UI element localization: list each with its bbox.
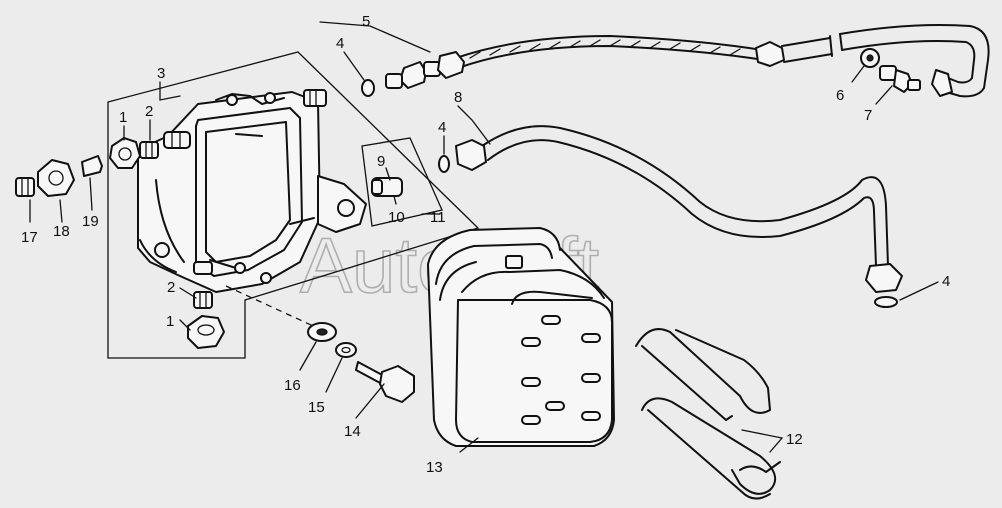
callout-13: 13 bbox=[426, 459, 443, 476]
callout-14: 14 bbox=[344, 423, 361, 440]
bolt-14 bbox=[355, 361, 415, 403]
sub-frame-9-10 bbox=[361, 137, 443, 227]
callout-6: 6 bbox=[836, 87, 844, 104]
sleeve-19 bbox=[81, 155, 103, 177]
callout-16: 16 bbox=[284, 377, 301, 394]
leader-lines bbox=[29, 21, 939, 453]
callout-4-mid: 4 bbox=[438, 119, 446, 136]
fitting-7 bbox=[879, 65, 921, 93]
callout-3: 3 bbox=[157, 65, 165, 82]
callout-4-top: 4 bbox=[336, 35, 344, 52]
callout-10: 10 bbox=[388, 209, 405, 226]
washer-6-hole bbox=[866, 54, 874, 62]
callout-11: 11 bbox=[430, 209, 446, 226]
callout-2-bottom: 2 bbox=[167, 279, 175, 296]
spring-clips-12 bbox=[635, 328, 781, 500]
callout-4-right: 4 bbox=[942, 273, 950, 290]
filter-head bbox=[137, 89, 367, 293]
callout-9: 9 bbox=[377, 153, 385, 170]
fitting-2-bottom bbox=[193, 291, 213, 309]
assembly-frame bbox=[107, 51, 480, 359]
callout-17: 17 bbox=[21, 229, 38, 246]
fuel-line-5 bbox=[385, 24, 990, 98]
callout-8: 8 bbox=[454, 89, 462, 106]
plug-9-10 bbox=[371, 177, 403, 197]
washer-4-top bbox=[361, 79, 375, 97]
callout-18: 18 bbox=[53, 223, 70, 240]
callout-12: 12 bbox=[786, 431, 803, 448]
callout-1-top: 1 bbox=[119, 109, 127, 126]
nut-1-top bbox=[109, 137, 141, 169]
fitting-17 bbox=[15, 177, 35, 197]
nut-1-bottom bbox=[187, 315, 225, 349]
callout-1-bottom: 1 bbox=[166, 313, 174, 330]
callout-5: 5 bbox=[362, 13, 370, 30]
washer-4-mid bbox=[438, 155, 450, 173]
pipe-8 bbox=[455, 125, 903, 293]
callout-7: 7 bbox=[864, 107, 872, 124]
callout-labels: 3 1 2 17 18 19 2 1 16 15 14 5 4 4 8 9 10… bbox=[21, 13, 950, 476]
callout-19: 19 bbox=[82, 213, 99, 230]
fitting-2-top bbox=[139, 141, 159, 159]
callout-15: 15 bbox=[308, 399, 325, 416]
callout-2-top: 2 bbox=[145, 103, 153, 120]
nut-18 bbox=[37, 159, 75, 197]
lock-washer-15 bbox=[335, 342, 357, 358]
washer-16 bbox=[307, 322, 337, 342]
filter-canister-13 bbox=[427, 227, 615, 447]
mounting-axis bbox=[225, 285, 323, 331]
washer-4-right bbox=[874, 296, 898, 308]
